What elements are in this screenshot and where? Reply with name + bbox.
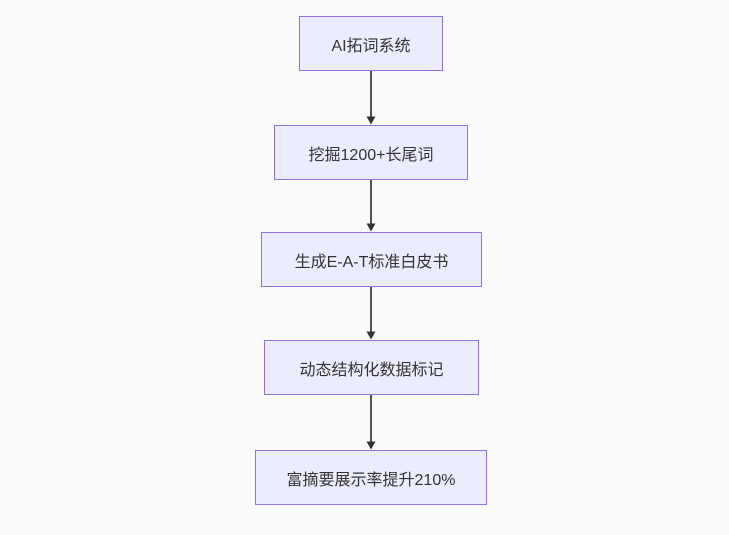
node-rich-snippet-rate-result: 富摘要展示率提升210%	[255, 450, 487, 505]
node-label: 挖掘1200+长尾词	[308, 146, 434, 164]
node-label: 生成E-A-T标准白皮书	[294, 253, 449, 271]
node-label: 富摘要展示率提升210%	[286, 471, 456, 489]
node-eat-standard-whitepaper: 生成E-A-T标准白皮书	[261, 232, 482, 287]
edge-arrowhead-icon	[366, 223, 376, 232]
node-ai-keyword-expansion-system: AI拓词系统	[299, 16, 443, 71]
node-label: AI拓词系统	[331, 37, 411, 55]
node-label: 动态结构化数据标记	[299, 361, 444, 379]
edge-arrowhead-icon	[366, 441, 376, 450]
node-dynamic-structured-data-markup: 动态结构化数据标记	[264, 340, 479, 395]
node-longtail-keyword-mining: 挖掘1200+长尾词	[274, 125, 468, 180]
edge-arrowhead-icon	[366, 331, 376, 340]
edge-arrowhead-icon	[366, 116, 376, 125]
